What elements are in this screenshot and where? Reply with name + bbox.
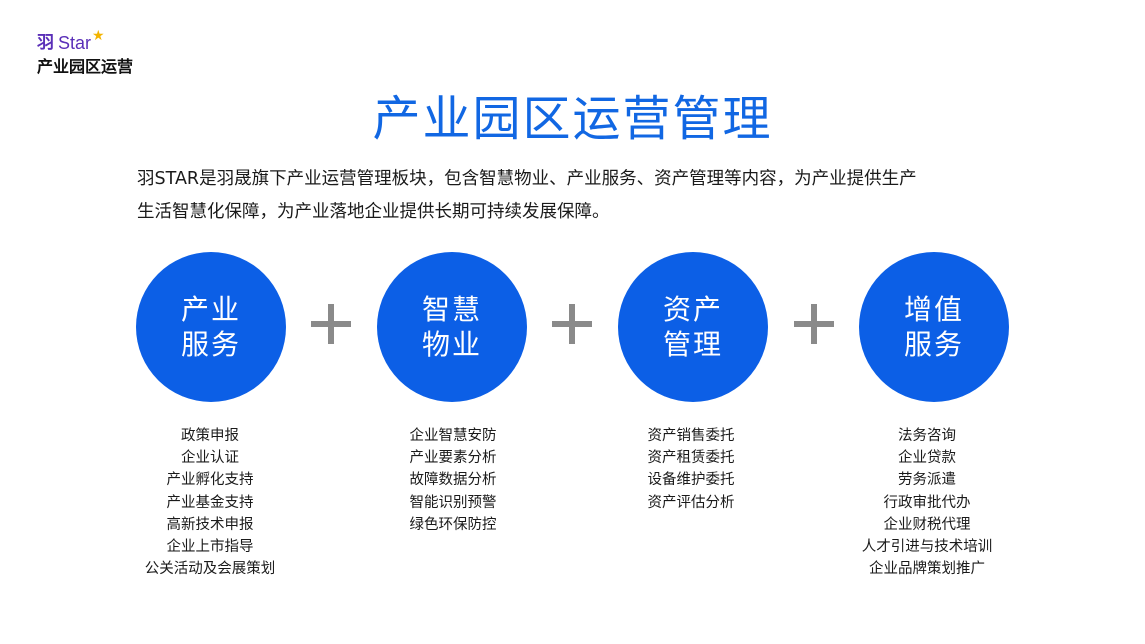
pillar-list-asset-management: 资产销售委托 资产租赁委托 设备维护委托 资产评估分析 bbox=[591, 425, 791, 514]
list-item: 高新技术申报 bbox=[166, 516, 254, 533]
list-item: 智能识别预警 bbox=[409, 494, 497, 511]
list-item: 资产租赁委托 bbox=[647, 450, 735, 467]
pillar-label: 服务 bbox=[180, 328, 241, 361]
list-item: 企业财税代理 bbox=[883, 516, 971, 533]
intro-line: 生活智慧化保障，为产业落地企业提供长期可持续发展保障。 bbox=[137, 202, 610, 222]
list-item: 设备维护委托 bbox=[647, 472, 735, 489]
list-item: 劳务派遣 bbox=[898, 472, 956, 489]
list-item: 产业基金支持 bbox=[166, 494, 254, 511]
pillar-list-smart-property: 企业智慧安防 产业要素分析 故障数据分析 智能识别预警 绿色环保防控 bbox=[353, 425, 553, 536]
list-item: 法务咨询 bbox=[898, 428, 956, 444]
list-item: 人才引进与技术培训 bbox=[861, 539, 993, 556]
star-icon: ★ bbox=[92, 28, 105, 44]
list-item: 企业认证 bbox=[181, 450, 239, 467]
pillar-label: 物业 bbox=[421, 328, 482, 361]
plus-icon bbox=[311, 304, 351, 344]
intro-paragraph: 羽STAR是羽晟旗下产业运营管理板块，包含智慧物业、产业服务、资产管理等内容，为… bbox=[137, 163, 1017, 229]
pillar-list-value-added-services: 法务咨询 企业贷款 劳务派遣 行政审批代办 企业财税代理 人才引进与技术培训 企… bbox=[827, 425, 1027, 580]
pillar-circle-smart-property: 智慧 物业 bbox=[377, 252, 527, 402]
list-item: 产业要素分析 bbox=[409, 450, 497, 467]
pillar-label: 服务 bbox=[903, 328, 964, 361]
plus-icon bbox=[794, 304, 834, 344]
intro-line: 羽STAR是羽晟旗下产业运营管理板块，包含智慧物业、产业服务、资产管理等内容，为… bbox=[137, 169, 917, 189]
logo-subtitle: 产业园区运营 bbox=[37, 57, 134, 76]
list-item: 产业孵化支持 bbox=[166, 472, 254, 489]
list-item: 绿色环保防控 bbox=[409, 516, 497, 533]
list-item: 故障数据分析 bbox=[409, 472, 497, 489]
list-item: 企业贷款 bbox=[898, 450, 956, 467]
list-item: 企业智慧安防 bbox=[409, 428, 497, 444]
list-item: 企业品牌策划推广 bbox=[869, 561, 985, 578]
logo-mark: 羽 bbox=[37, 33, 54, 53]
pillar-label: 产业 bbox=[180, 293, 241, 326]
list-item: 公关活动及会展策划 bbox=[144, 561, 276, 578]
pillar-label: 智慧 bbox=[421, 293, 482, 326]
pillar-label: 增值 bbox=[903, 293, 964, 326]
brand-logo: 羽 Star ★ 产业园区运营 bbox=[37, 28, 167, 82]
list-item: 企业上市指导 bbox=[166, 539, 254, 556]
list-item: 行政审批代办 bbox=[883, 494, 971, 511]
list-item: 资产销售委托 bbox=[647, 428, 735, 444]
logo-name: Star bbox=[58, 33, 92, 53]
list-item: 资产评估分析 bbox=[647, 494, 735, 511]
pillar-label: 资产 bbox=[662, 293, 723, 326]
logo-wordmark: 羽 Star ★ bbox=[37, 28, 167, 56]
page-title: 产业园区运营管理 bbox=[372, 91, 773, 147]
pillar-circle-asset-management: 资产 管理 bbox=[618, 252, 768, 402]
pillar-circle-industry-services: 产业 服务 bbox=[136, 252, 286, 402]
pillar-label: 管理 bbox=[662, 328, 723, 361]
pillar-list-industry-services: 政策申报 企业认证 产业孵化支持 产业基金支持 高新技术申报 企业上市指导 公关… bbox=[110, 425, 310, 580]
plus-icon bbox=[552, 304, 592, 344]
list-item: 政策申报 bbox=[181, 428, 239, 444]
pillar-circle-value-added-services: 增值 服务 bbox=[859, 252, 1009, 402]
